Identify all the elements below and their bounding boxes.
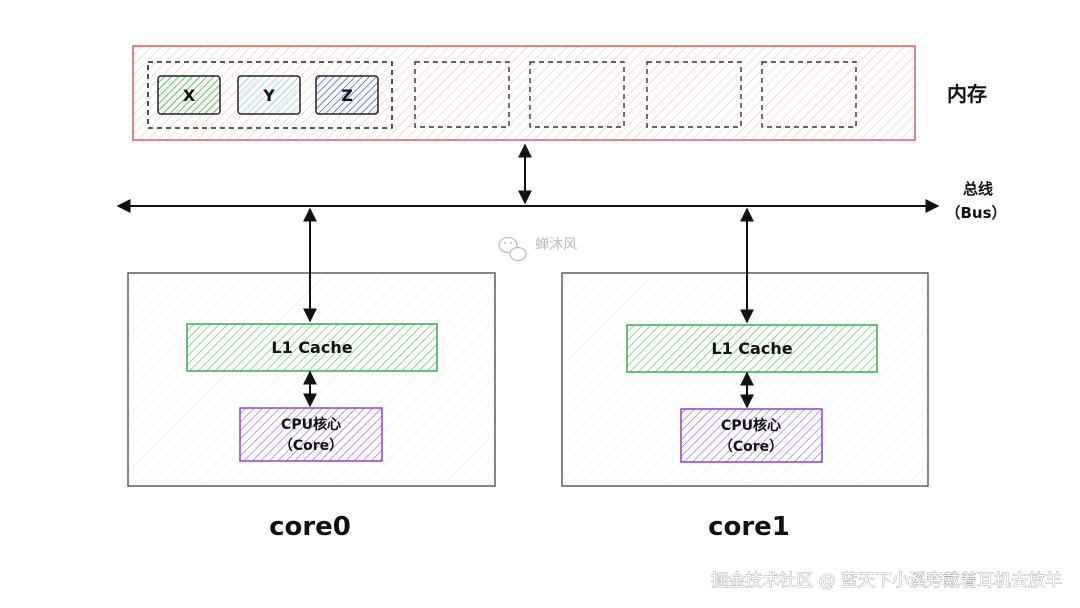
core1-l1-cache-label: L1 Cache [711,339,792,358]
memory-var-x: X [157,75,221,115]
core1-group: L1 Cache CPU核心 （Core） [561,272,929,487]
memory-label: 内存 [947,82,987,106]
footer-credit: 掘金技术社区 @ 蓝天下小溪旁戴着耳机去放羊 [711,571,1062,591]
memory-block: X Y Z [132,45,916,141]
watermark-text: 蝉沐风 [535,237,577,253]
memory-var-y-box [237,75,301,115]
core1-cpu-label-line2: （Core） [719,439,783,455]
bus-label-line2: （Bus） [945,204,1006,222]
memory-slot-empty [414,61,510,128]
memory-var-z: Z [315,75,379,115]
core0-cpu [239,407,383,462]
core0-group: L1 Cache CPU核心 （Core） [127,272,496,487]
bus-label-line1: 总线 [963,180,993,198]
memory-var-y-label: Y [262,86,275,105]
memory-var-z-label: Z [341,86,353,105]
core0-cpu-label-line2: （Core） [279,438,343,454]
core0-cpu-label-line1: CPU核心 [281,416,341,433]
wechat-icon [498,236,527,262]
cache-line-group [147,61,393,129]
core1-l1-cache [626,324,878,373]
watermark: 蝉沐风 [498,236,577,262]
memory-slot-empty [646,61,742,128]
core1-name: core1 [708,512,790,542]
core1-cpu [680,408,823,463]
memory-var-z-box [315,75,379,115]
memory-slot-empty [529,61,625,128]
core0-name: core0 [269,512,351,542]
memory-var-x-label: X [183,86,196,105]
core0-l1-cache-label: L1 Cache [271,338,352,357]
memory-var-y: Y [237,75,301,115]
memory-slot-empty [761,61,857,128]
memory-var-x-box [157,75,221,115]
core1-cpu-label-line1: CPU核心 [721,417,781,434]
